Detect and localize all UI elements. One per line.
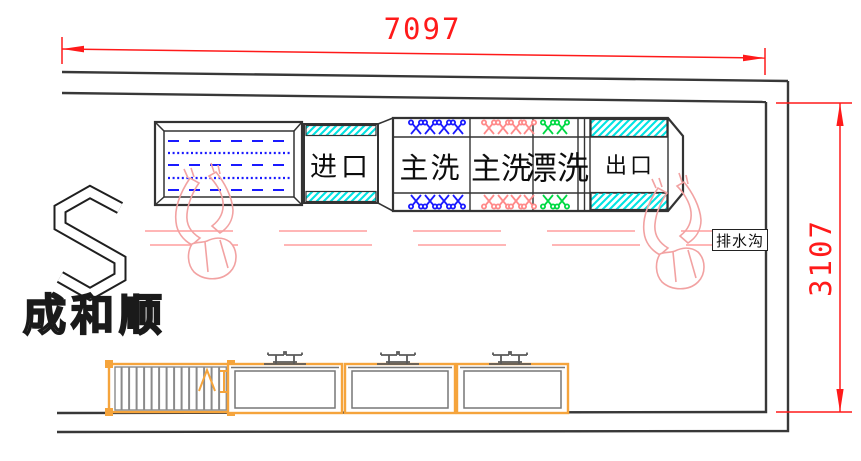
faucet-icon [376, 351, 420, 365]
hatch-strip-icon [590, 191, 668, 211]
company-name-text: 成和顺 [22, 291, 167, 341]
striped-pallet-box[interactable] [105, 360, 235, 416]
height-dimension-text: 3107 [804, 219, 838, 297]
hatch-strip-icon [305, 190, 377, 203]
section-label-inlet: 进口 [310, 151, 372, 182]
logo-mark-icon [53, 184, 127, 302]
worker-arms-icon [174, 162, 705, 290]
drain-centerlines [145, 230, 768, 246]
section-label-wash1: 主洗 [399, 152, 462, 185]
right-worker-arms [642, 172, 705, 290]
sink-unit-3[interactable] [455, 351, 570, 415]
width-dimension [61, 37, 766, 75]
sink-unit-2[interactable] [343, 351, 457, 415]
ibeam-mark-icon [220, 370, 228, 393]
faucet-icon [263, 351, 307, 365]
section-label-outlet: 出口 [604, 153, 655, 178]
width-dimension-text: 7097 [383, 12, 462, 46]
section-label-wash2: 主洗 [471, 153, 531, 186]
sink-unit-1[interactable] [226, 351, 344, 415]
hatch-strip-icon [305, 124, 377, 137]
conveyor-belt-lines [168, 140, 290, 191]
caret-mark-icon [198, 367, 216, 392]
left-worker-arms [174, 162, 237, 280]
hatch-strip-icon [590, 118, 668, 138]
height-dimension [776, 102, 852, 413]
section-label-rinse: 漂洗 [524, 150, 589, 186]
inlet-section[interactable] [303, 117, 394, 212]
faucet-icon [488, 351, 532, 365]
drain-ditch-label: 排水沟 [712, 229, 769, 251]
